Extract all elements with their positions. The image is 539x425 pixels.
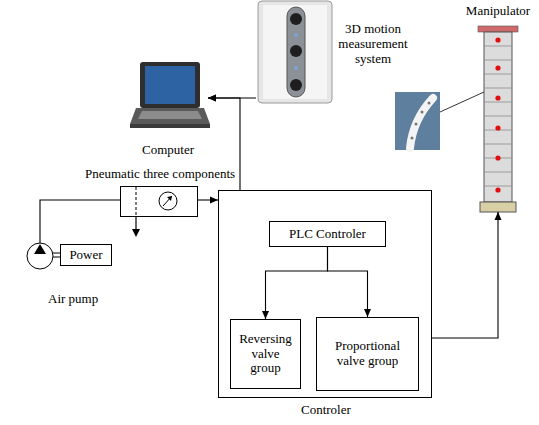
connector bbox=[432, 212, 502, 338]
process-box: Proportional valve group bbox=[316, 317, 419, 391]
node-heading: Air pump bbox=[48, 292, 98, 307]
process-box: Reversing valve group bbox=[230, 319, 301, 389]
box-label: Proportional valve group bbox=[317, 339, 418, 369]
manipulator: Manipulator bbox=[460, 4, 536, 212]
connector bbox=[262, 247, 328, 319]
connector bbox=[198, 197, 218, 204]
air-pump: Air pump bbox=[26, 242, 54, 270]
measurement-system: 3D motion measurement system bbox=[256, 0, 416, 104]
box-label: Reversing valve group bbox=[231, 332, 300, 377]
box-label: PLC Controler bbox=[270, 227, 385, 242]
connector bbox=[53, 253, 60, 257]
node-heading: Pneumatic three components bbox=[85, 167, 235, 182]
node-heading: Computer bbox=[142, 143, 194, 158]
laptop-icon bbox=[130, 62, 210, 128]
manipulator-figure bbox=[478, 26, 518, 212]
pneumatic-symbol bbox=[132, 187, 177, 237]
process-box: Power bbox=[60, 244, 112, 266]
arm-photo bbox=[395, 92, 484, 150]
connector bbox=[40, 200, 120, 243]
box-label: Power bbox=[61, 248, 111, 263]
controller-box: ControlerPLC ControlerReversing valve gr… bbox=[218, 190, 432, 398]
pneumatic-unit: Pneumatic three components bbox=[120, 186, 198, 217]
node-heading: 3D motion measurement system bbox=[336, 22, 410, 67]
node-heading: Controler bbox=[301, 403, 351, 418]
camera-bar bbox=[258, 1, 332, 103]
connector bbox=[328, 247, 372, 317]
pump-symbol bbox=[27, 243, 53, 269]
process-box: PLC Controler bbox=[269, 221, 386, 247]
computer: Computer bbox=[128, 58, 208, 138]
node-heading: Manipulator bbox=[460, 4, 536, 19]
